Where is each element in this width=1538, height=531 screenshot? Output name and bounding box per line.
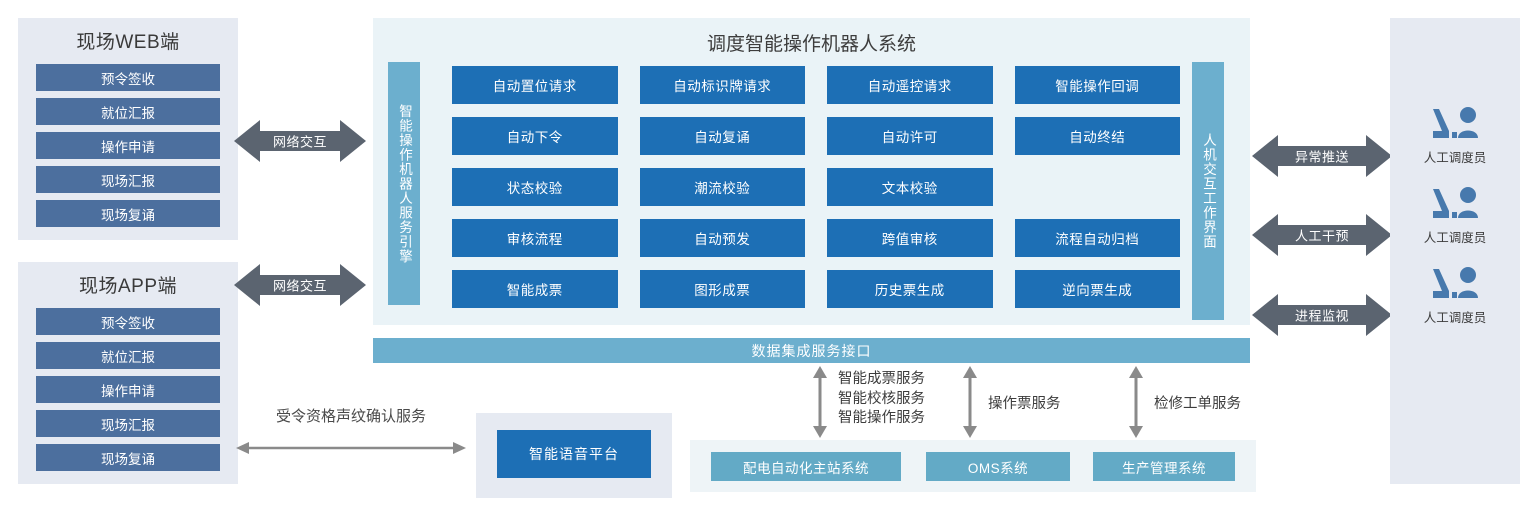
service-arrow-2 [1128, 366, 1144, 438]
app-item-0[interactable]: 预令签收 [36, 308, 220, 335]
capability-box-10[interactable]: 文本校验 [827, 168, 993, 206]
web-item-2[interactable]: 操作申请 [36, 132, 220, 159]
dispatcher-icon [1433, 267, 1478, 298]
capability-box-14[interactable]: 跨值审核 [827, 219, 993, 257]
service-label-1: 操作票服务 [988, 396, 1061, 412]
operator-1-label: 人工调度员 [1423, 231, 1487, 245]
web-client-panel: 现场WEB端 预令签收 就位汇报 操作申请 现场汇报 现场复诵 [18, 18, 238, 240]
system-box-2[interactable]: 生产管理系统 [1093, 452, 1235, 481]
app-client-panel: 现场APP端 预令签收 就位汇报 操作申请 现场汇报 现场复诵 [18, 262, 238, 484]
app-item-4[interactable]: 现场复诵 [36, 444, 220, 471]
service-label-2: 检修工单服务 [1154, 396, 1241, 412]
capability-box-0[interactable]: 自动置位请求 [452, 66, 618, 104]
web-client-title: 现场WEB端 [76, 32, 180, 53]
operator-2: 人工调度员 [1390, 265, 1520, 326]
capability-box-2[interactable]: 自动遥控请求 [827, 66, 993, 104]
capability-box-8[interactable]: 状态校验 [452, 168, 618, 206]
dispatcher-icon [1433, 187, 1478, 218]
system-box-0[interactable]: 配电自动化主站系统 [711, 452, 901, 481]
service-label-0: 智能成票服务 智能校核服务 智能操作服务 [838, 371, 925, 427]
capability-box-11-empty [1015, 168, 1181, 206]
exception-push-arrow: 异常推送 [1252, 133, 1392, 179]
operator-2-label: 人工调度员 [1423, 311, 1487, 325]
capability-box-7[interactable]: 自动终结 [1014, 117, 1180, 155]
center-system-title: 调度智能操作机器人系统 [706, 34, 916, 55]
system-box-1[interactable]: OMS系统 [926, 452, 1070, 481]
capability-box-16[interactable]: 智能成票 [452, 270, 618, 308]
app-client-button-list: 预令签收 就位汇报 操作申请 现场汇报 现场复诵 [36, 308, 220, 471]
capability-box-3[interactable]: 智能操作回调 [1014, 66, 1180, 104]
network-arrow-app: 网络交互 [234, 262, 366, 308]
process-monitor-arrow: 进程监视 [1252, 292, 1392, 338]
operators-panel [1390, 18, 1520, 484]
web-item-3[interactable]: 现场汇报 [36, 166, 220, 193]
web-client-button-list: 预令签收 就位汇报 操作申请 现场汇报 现场复诵 [36, 64, 220, 227]
data-integration-bar: 数据集成服务接口 [373, 338, 1250, 363]
voice-platform-box[interactable]: 智能语音平台 [497, 430, 651, 478]
capability-box-12[interactable]: 审核流程 [452, 219, 618, 257]
dispatcher-icon [1433, 107, 1478, 138]
capability-box-18[interactable]: 历史票生成 [827, 270, 993, 308]
web-item-1[interactable]: 就位汇报 [36, 98, 220, 125]
operator-1: 人工调度员 [1390, 185, 1520, 246]
capability-box-19[interactable]: 逆向票生成 [1014, 270, 1180, 308]
capability-box-6[interactable]: 自动许可 [827, 117, 993, 155]
capability-box-5[interactable]: 自动复诵 [639, 117, 805, 155]
manual-intervention-arrow: 人工干预 [1252, 212, 1392, 258]
capability-box-17[interactable]: 图形成票 [639, 270, 805, 308]
voiceprint-arrow-label: 受令资格声纹确认服务 [275, 408, 426, 425]
voiceprint-arrow [236, 440, 466, 456]
capability-box-1[interactable]: 自动标识牌请求 [639, 66, 805, 104]
operator-0-label: 人工调度员 [1423, 151, 1487, 165]
operator-0: 人工调度员 [1390, 105, 1520, 166]
app-item-3[interactable]: 现场汇报 [36, 410, 220, 437]
web-item-0[interactable]: 预令签收 [36, 64, 220, 91]
web-item-4[interactable]: 现场复诵 [36, 200, 220, 227]
capability-box-15[interactable]: 流程自动归档 [1014, 219, 1180, 257]
service-arrow-1 [962, 366, 978, 438]
engine-vertical-bar: 智能操作机器人服务引擎 [388, 62, 420, 305]
hmi-vertical-bar: 人机交互工作界面 [1192, 62, 1224, 320]
app-client-title: 现场APP端 [78, 276, 178, 297]
capability-box-9[interactable]: 潮流校验 [639, 168, 805, 206]
app-item-2[interactable]: 操作申请 [36, 376, 220, 403]
capability-box-13[interactable]: 自动预发 [639, 219, 805, 257]
capability-box-4[interactable]: 自动下令 [452, 117, 618, 155]
service-arrow-0 [812, 366, 828, 438]
app-item-1[interactable]: 就位汇报 [36, 342, 220, 369]
network-arrow-web: 网络交互 [234, 118, 366, 164]
capability-grid: 自动置位请求 自动标识牌请求 自动遥控请求 智能操作回调 自动下令 自动复诵 自… [452, 66, 1180, 308]
